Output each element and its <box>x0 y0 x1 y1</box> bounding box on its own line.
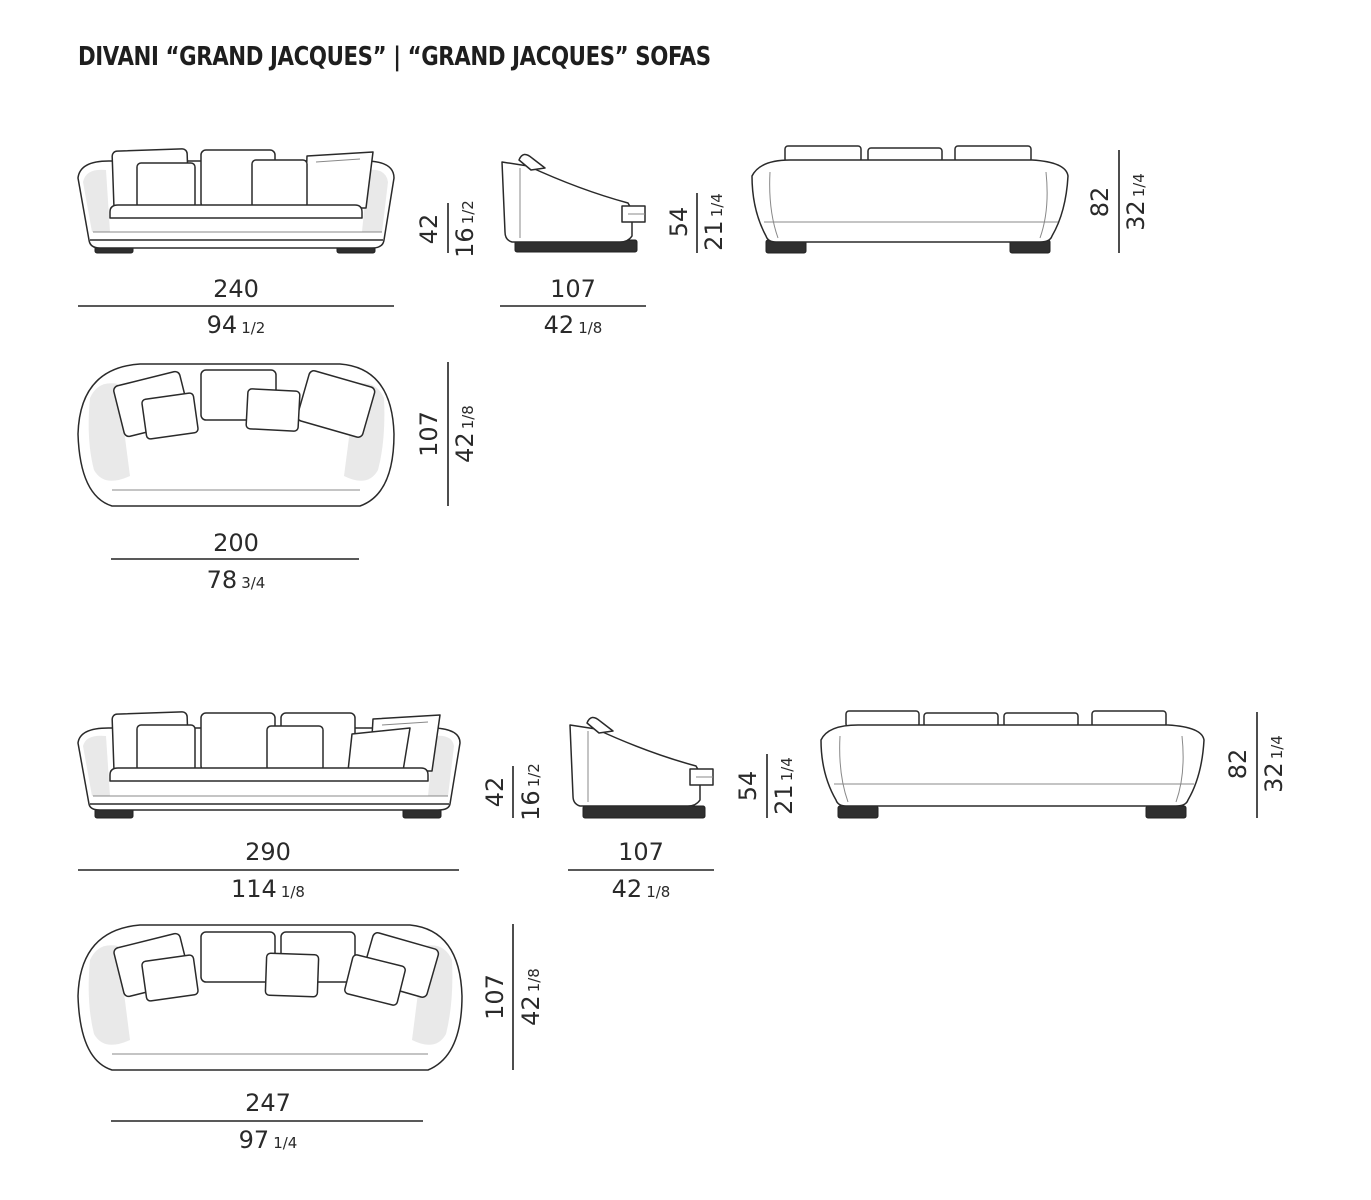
sofa-290-side-view <box>569 716 714 819</box>
dim-seat-height-in: 161/2 <box>517 763 545 821</box>
dim-front-width-cm: 290 <box>245 838 291 866</box>
dim-side-depth-cm: 107 <box>550 275 596 303</box>
dim-arm-height-in: 211/4 <box>700 193 728 251</box>
dim-total-height-in: 321/4 <box>1122 173 1150 231</box>
sofa-290-back-view <box>820 710 1205 819</box>
dim-arm-height-cm: 54 <box>665 207 693 238</box>
dim-seat-height-in: 161/2 <box>451 200 479 258</box>
sofa-240-back-view <box>751 145 1069 254</box>
dim-plan-depth-in: 421/8 <box>451 405 479 463</box>
page-title: DIVANI “GRAND JACQUES” | “GRAND JACQUES”… <box>78 42 711 72</box>
sofa-290-front-view <box>77 711 461 819</box>
dim-plan-depth-cm: 107 <box>481 974 509 1020</box>
dim-seat-height-cm: 42 <box>415 214 443 245</box>
dim-total-height-cm: 82 <box>1224 749 1252 780</box>
sofa-240-front-view <box>77 148 395 254</box>
dim-plan-depth-cm: 107 <box>415 411 443 457</box>
sofa-240-side-view <box>501 153 646 253</box>
dim-plan-depth-in: 421/8 <box>517 968 545 1026</box>
dim-arm-height-cm: 54 <box>734 771 762 802</box>
dim-front-width-cm: 240 <box>213 275 259 303</box>
dim-seat-height-cm: 42 <box>481 777 509 808</box>
dim-arm-height-in: 211/4 <box>770 757 798 815</box>
dim-plan-width-cm: 247 <box>245 1089 291 1117</box>
dim-total-height-in: 321/4 <box>1260 735 1288 793</box>
dim-total-height-cm: 82 <box>1086 187 1114 218</box>
dim-plan-width-cm: 200 <box>213 529 259 557</box>
dim-side-depth-cm: 107 <box>618 838 664 866</box>
sofa-240-plan-view <box>77 363 395 507</box>
sofa-290-plan-view <box>77 924 463 1071</box>
